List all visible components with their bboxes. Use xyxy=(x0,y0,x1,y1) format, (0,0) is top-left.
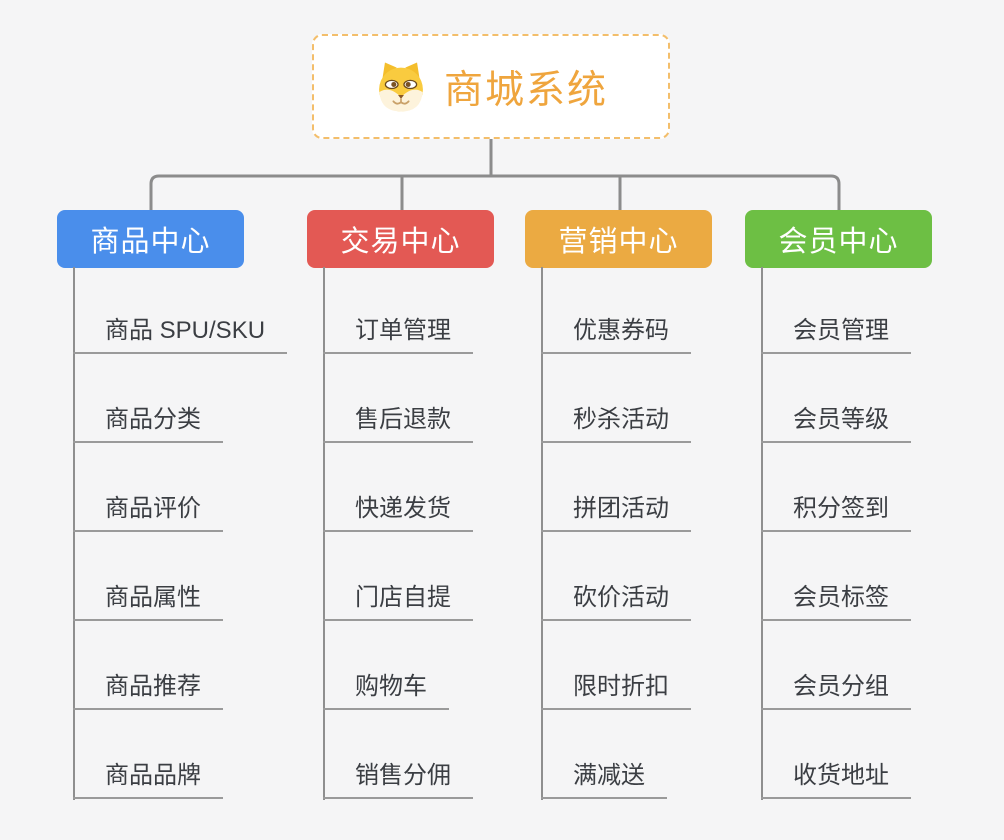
leaf-item[interactable]: 商品 SPU/SKU xyxy=(73,308,288,354)
leaf-item[interactable]: 门店自提 xyxy=(323,575,473,621)
leaf-item[interactable]: 商品分类 xyxy=(73,397,223,443)
leaf-item[interactable]: 商品评价 xyxy=(73,486,223,532)
trunk-line xyxy=(541,267,543,800)
leaf-item[interactable]: 砍价活动 xyxy=(541,575,691,621)
root-node[interactable]: 商城系统 xyxy=(312,34,670,139)
branch-node-trade-center[interactable]: 交易中心 xyxy=(307,210,494,268)
leaf-item[interactable]: 购物车 xyxy=(323,664,449,710)
leaf-item[interactable]: 限时折扣 xyxy=(541,664,691,710)
leaf-item[interactable]: 优惠券码 xyxy=(541,308,691,354)
leaf-item[interactable]: 订单管理 xyxy=(323,308,473,354)
leaf-item[interactable]: 快递发货 xyxy=(323,486,473,532)
branch-label: 会员中心 xyxy=(778,226,899,258)
leaf-item[interactable]: 会员管理 xyxy=(761,308,911,354)
branch-column-trade: 订单管理 售后退款 快递发货 门店自提 购物车 销售分佣 xyxy=(323,267,563,802)
leaf-item[interactable]: 满减送 xyxy=(541,753,667,799)
leaf-item[interactable]: 售后退款 xyxy=(323,397,473,443)
branch-column-product: 商品 SPU/SKU 商品分类 商品评价 商品属性 商品推荐 商品品牌 xyxy=(73,267,313,802)
leaf-item[interactable]: 会员标签 xyxy=(761,575,911,621)
leaf-item[interactable]: 收货地址 xyxy=(761,753,911,799)
trunk-line xyxy=(323,267,325,800)
leaf-item[interactable]: 秒杀活动 xyxy=(541,397,691,443)
branch-column-member: 会员管理 会员等级 积分签到 会员标签 会员分组 收货地址 xyxy=(761,267,1001,802)
leaf-item[interactable]: 会员等级 xyxy=(761,397,911,443)
leaf-item[interactable]: 商品属性 xyxy=(73,575,223,621)
trunk-line xyxy=(761,267,763,800)
root-title: 商城系统 xyxy=(443,68,608,112)
trunk-line xyxy=(73,267,75,800)
branch-node-marketing-center[interactable]: 营销中心 xyxy=(525,210,712,268)
leaf-item[interactable]: 拼团活动 xyxy=(541,486,691,532)
branch-label: 营销中心 xyxy=(558,226,679,258)
branch-label: 交易中心 xyxy=(340,226,461,258)
leaf-item[interactable]: 商品品牌 xyxy=(73,753,223,799)
leaf-item[interactable]: 销售分佣 xyxy=(323,753,473,799)
branch-node-member-center[interactable]: 会员中心 xyxy=(745,210,932,268)
branch-column-marketing: 优惠券码 秒杀活动 拼团活动 砍价活动 限时折扣 满减送 xyxy=(541,267,781,802)
doge-icon xyxy=(379,62,423,111)
leaf-item[interactable]: 商品推荐 xyxy=(73,664,223,710)
leaf-item[interactable]: 会员分组 xyxy=(761,664,911,710)
leaf-item[interactable]: 积分签到 xyxy=(761,486,911,532)
branch-label: 商品中心 xyxy=(90,226,211,258)
branch-node-product-center[interactable]: 商品中心 xyxy=(57,210,244,268)
